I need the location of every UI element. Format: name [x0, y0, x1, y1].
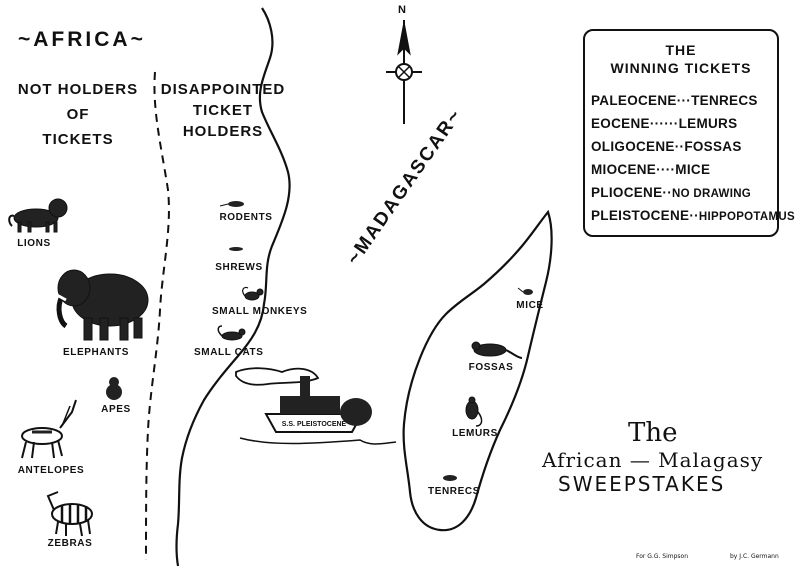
ticket-epoch: OLIGOCENE: [591, 139, 675, 154]
ticket-epoch: PLEISTOCENE: [591, 208, 690, 223]
mouse-icon: [517, 287, 533, 295]
not-holders-line-3: TICKETS: [42, 131, 114, 148]
ticket-separator: ····: [656, 162, 676, 177]
compass-rose-icon: [386, 20, 422, 124]
label-tenrecs: TENRECS: [428, 486, 480, 497]
label-mice: MICE: [516, 300, 544, 311]
disappointed-line-1: DISAPPOINTED: [160, 81, 286, 98]
ticket-epoch: PLIOCENE: [591, 185, 663, 200]
shrew-icon: [229, 247, 243, 251]
disappointed-line-3: HOLDERS: [182, 123, 264, 140]
ticket-animal: HIPPOPOTAMUS: [698, 211, 795, 223]
label-fossas: FOSSAS: [468, 362, 514, 373]
ticket-animal: MICE: [675, 162, 711, 177]
ticket-animal: NO DRAWING: [672, 188, 752, 200]
label-lemurs: LEMURS: [452, 428, 498, 439]
ticket-separator: ··: [674, 139, 685, 154]
not-holders-line-2: OF: [66, 106, 90, 123]
credit-right: by J.C. Germann: [730, 553, 779, 560]
fossa-icon: [471, 341, 523, 359]
small-cat-icon: [217, 325, 246, 341]
ape-icon: [106, 377, 122, 400]
ticket-animal: TENRECS: [691, 93, 758, 108]
lemur-icon: [465, 396, 483, 427]
sweepstakes-title-line-1: The: [628, 418, 678, 448]
label-rodents: RODENTS: [219, 212, 273, 223]
ticket-row: MIOCENE····MICE: [591, 162, 771, 177]
disappointed-line-2: TICKET: [192, 102, 254, 119]
not-holders-line-1: NOT HOLDERS: [17, 81, 139, 98]
label-lions: LIONS: [17, 238, 51, 249]
africa-coastline: [175, 7, 291, 567]
africa-title: ~AFRICA~: [18, 28, 146, 51]
ticket-row: EOCENE······LEMURS: [591, 116, 771, 131]
label-zebras: ZEBRAS: [47, 538, 93, 549]
label-antelopes: ANTELOPES: [17, 465, 85, 476]
disappointed-header: DISAPPOINTED TICKET HOLDERS: [158, 79, 288, 142]
ticket-separator: ······: [649, 116, 679, 131]
ticket-separator: ···: [676, 93, 692, 108]
ticket-row: PLEISTOCENE··HIPPOPOTAMUS: [591, 208, 795, 223]
credit-left: For G.G. Simpson: [636, 553, 689, 560]
label-apes: APES: [101, 404, 131, 415]
ship-icon: S.S. PLEISTOCENE: [235, 367, 397, 445]
sweepstakes-title-line-3: SWEEPSTAKES: [558, 472, 726, 496]
not-holders-header: NOT HOLDERS OF TICKETS: [14, 79, 142, 150]
tenrec-icon: [443, 475, 457, 481]
label-elephants: ELEPHANTS: [63, 347, 129, 358]
ticket-animal: LEMURS: [678, 116, 738, 131]
ticket-row: PALEOCENE···TENRECS: [591, 93, 771, 108]
winning-tickets-title: THE WINNING TICKETS: [585, 41, 777, 77]
ship-name-label: S.S. PLEISTOCENE: [282, 421, 347, 428]
compass-north-label: N: [398, 4, 407, 16]
ticket-separator: ··: [662, 185, 673, 200]
ticket-animal: FOSSAS: [684, 139, 742, 154]
winning-tickets-title-line-2: WINNING TICKETS: [610, 60, 752, 76]
antelope-icon: [21, 399, 77, 459]
label-shrews: SHREWS: [215, 262, 263, 273]
winning-tickets-title-line-1: THE: [665, 42, 697, 58]
ticket-epoch: MIOCENE: [591, 162, 657, 177]
ticket-separator: ··: [689, 208, 699, 223]
sweepstakes-title-line-2: African — Malagasy: [542, 448, 764, 472]
label-small-cats: SMALL CATS: [194, 347, 264, 358]
dashed-divider: [145, 71, 170, 561]
ticket-row: PLIOCENE··NO DRAWING: [591, 185, 771, 200]
elephant-icon: [47, 269, 149, 341]
madagascar-outline: [402, 209, 553, 532]
winning-tickets-box: THE WINNING TICKETS PALEOCENE···TENRECS …: [583, 29, 795, 237]
label-small-monkeys: SMALL MONKEYS: [212, 306, 308, 317]
lion-icon: [8, 198, 68, 233]
small-monkey-icon: [242, 286, 264, 301]
rodent-icon: [219, 201, 244, 207]
ticket-epoch: PALEOCENE: [591, 93, 677, 108]
zebra-icon: [46, 491, 93, 537]
ticket-epoch: EOCENE: [591, 116, 650, 131]
ticket-row: OLIGOCENE··FOSSAS: [591, 139, 771, 154]
